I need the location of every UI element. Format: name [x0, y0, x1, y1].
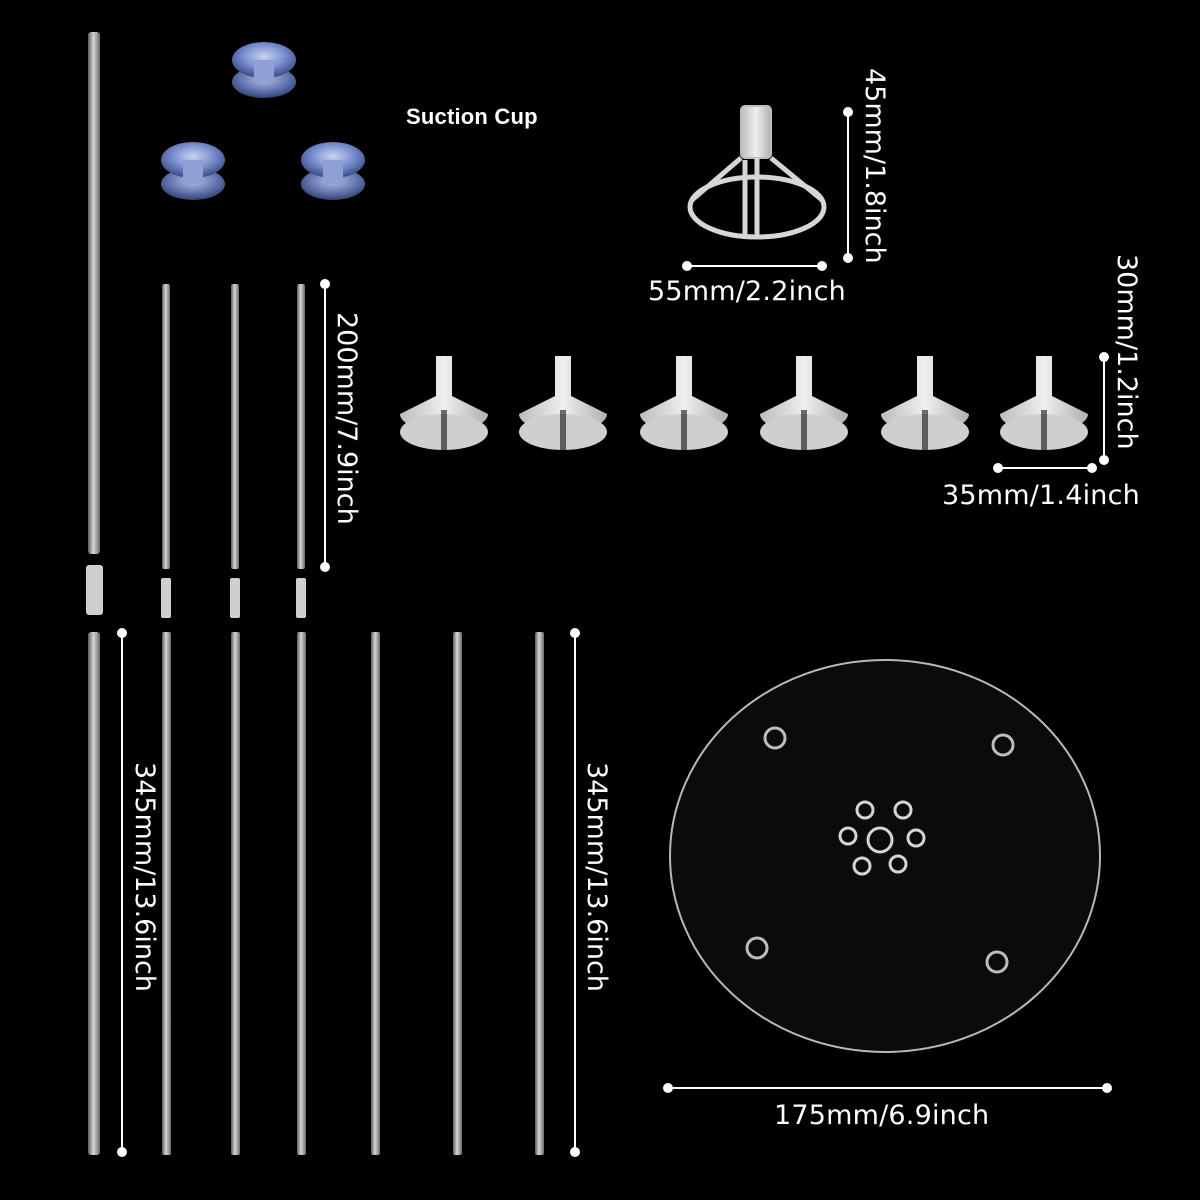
- main-pole-top: [88, 32, 100, 554]
- acrylic-base-plate: [669, 659, 1101, 1053]
- rod-connectors: [86, 565, 306, 618]
- small-cup-height-label: 30mm/1.2inch: [1111, 254, 1142, 450]
- suction-cup-top: [232, 42, 296, 98]
- long-rods: [88, 632, 544, 1155]
- small-balloon-cups: [400, 356, 1088, 450]
- suction-cup-left: [161, 142, 225, 200]
- cup-holder-width-label: 55mm/2.2inch: [648, 276, 846, 307]
- small-cup-width-label: 35mm/1.4inch: [942, 480, 1140, 511]
- short-rods: [162, 284, 305, 569]
- suction-cups: [161, 42, 365, 200]
- short-rod-length-label: 200mm/7.9inch: [331, 312, 362, 525]
- dimension-lines: [117, 107, 1112, 1157]
- suction-cup-right: [301, 142, 365, 200]
- long-rod-length-left-label: 345mm/13.6inch: [129, 762, 160, 992]
- balloon-cup-holder: [687, 105, 827, 240]
- suction-cup-label: Suction Cup: [406, 104, 538, 129]
- base-diameter-label: 175mm/6.9inch: [774, 1100, 990, 1131]
- long-rod-length-right-label: 345mm/13.6inch: [581, 762, 612, 992]
- cup-holder-height-label: 45mm/1.8inch: [859, 68, 890, 264]
